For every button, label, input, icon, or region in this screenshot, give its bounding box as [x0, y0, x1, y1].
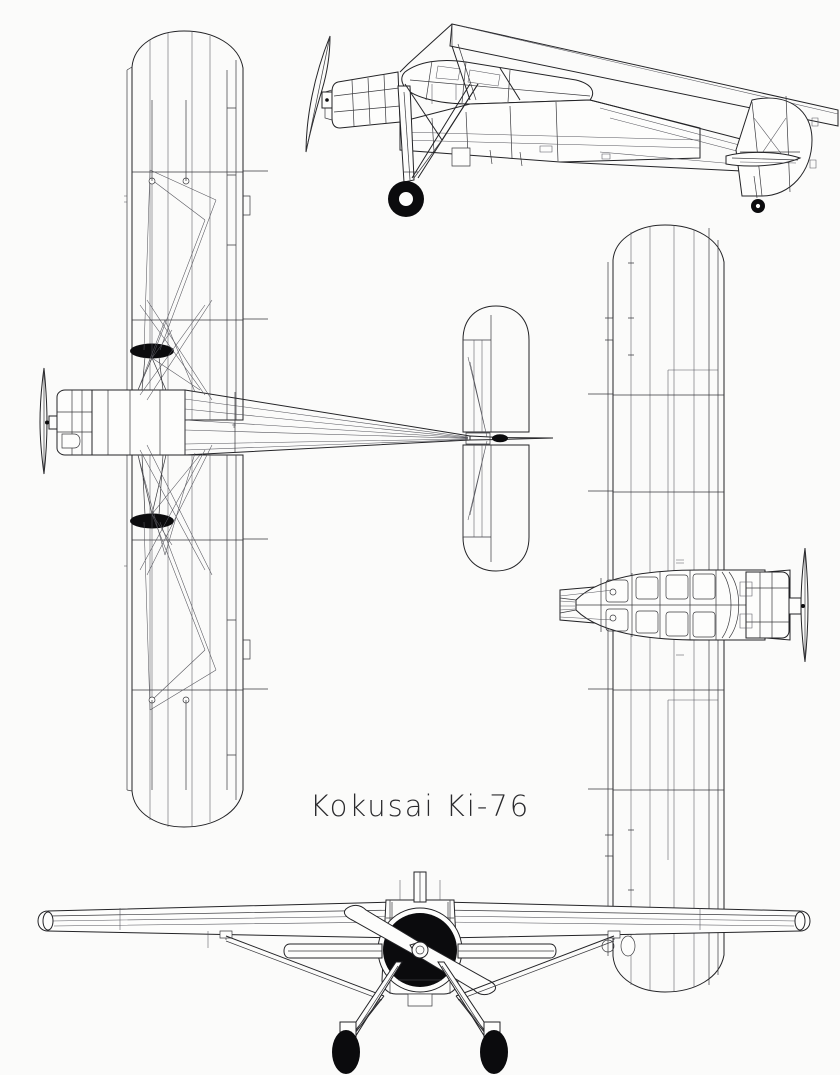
side-tail-wheel: [751, 176, 765, 213]
drawing-caption: Kokusai Ki-76: [310, 789, 531, 823]
top-plan-fuselage: [560, 570, 790, 640]
plan-main-gear-upper: [130, 300, 212, 400]
front-stabilizer: [284, 944, 556, 958]
top-plan-strut-fittings: [560, 589, 616, 621]
bottom-plan-view: [40, 31, 553, 827]
front-lift-struts: [226, 936, 614, 1000]
side-fuselage: [325, 60, 762, 172]
plan-main-gear-lower: [130, 445, 212, 575]
front-tailwheel-detail: [602, 936, 635, 956]
side-propeller: [306, 36, 332, 152]
plan-wing-bracing: [144, 100, 216, 790]
top-plan-view: [560, 225, 808, 992]
front-fuselage: [344, 872, 495, 1006]
plan-tailplane: [463, 306, 553, 571]
front-wing: [38, 902, 810, 948]
side-lift-struts: [452, 44, 520, 100]
plan-propeller: [40, 368, 57, 474]
side-main-gear: [388, 84, 478, 217]
front-view: [38, 872, 810, 1074]
plan-tail-wheel: [492, 434, 508, 443]
top-plan-propeller: [789, 548, 808, 662]
side-view: [306, 24, 838, 217]
plan-fuselage: [57, 390, 470, 455]
side-tail: [726, 96, 818, 196]
front-main-gear: [332, 962, 508, 1074]
